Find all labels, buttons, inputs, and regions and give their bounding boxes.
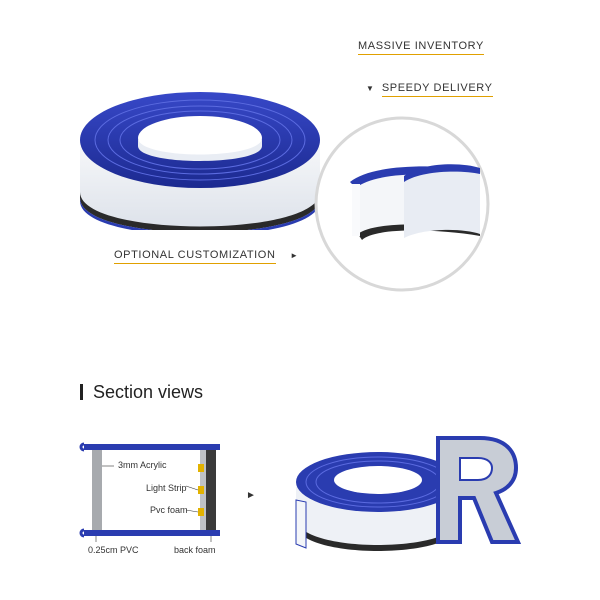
label-acrylic: 3mm Acrylic (118, 460, 167, 470)
label-back-foam: back foam (174, 545, 216, 555)
right-arrow-icon: ► (290, 251, 299, 260)
feature-massive-inventory: MASSIVE INVENTORY (358, 40, 484, 55)
coil-illustration (80, 92, 320, 230)
right-arrow-icon: ► (246, 490, 256, 501)
section-diagram (79, 442, 220, 542)
zoom-circle (314, 116, 490, 292)
label-light-strip: Light Strip (146, 483, 187, 493)
section-title: Section views (93, 382, 204, 402)
feature-speedy-delivery: ▼ SPEEDY DELIVERY (366, 82, 493, 97)
section-title-bar (80, 384, 83, 400)
feature-optional-customization: OPTIONAL CUSTOMIZATION ► (114, 249, 299, 264)
label-pvc: 0.25cm PVC (88, 545, 139, 555)
coil-with-letter-illustration (295, 436, 522, 551)
down-arrow-icon: ▼ (366, 84, 375, 93)
label-pvc-foam: Pvc foam (150, 505, 188, 515)
